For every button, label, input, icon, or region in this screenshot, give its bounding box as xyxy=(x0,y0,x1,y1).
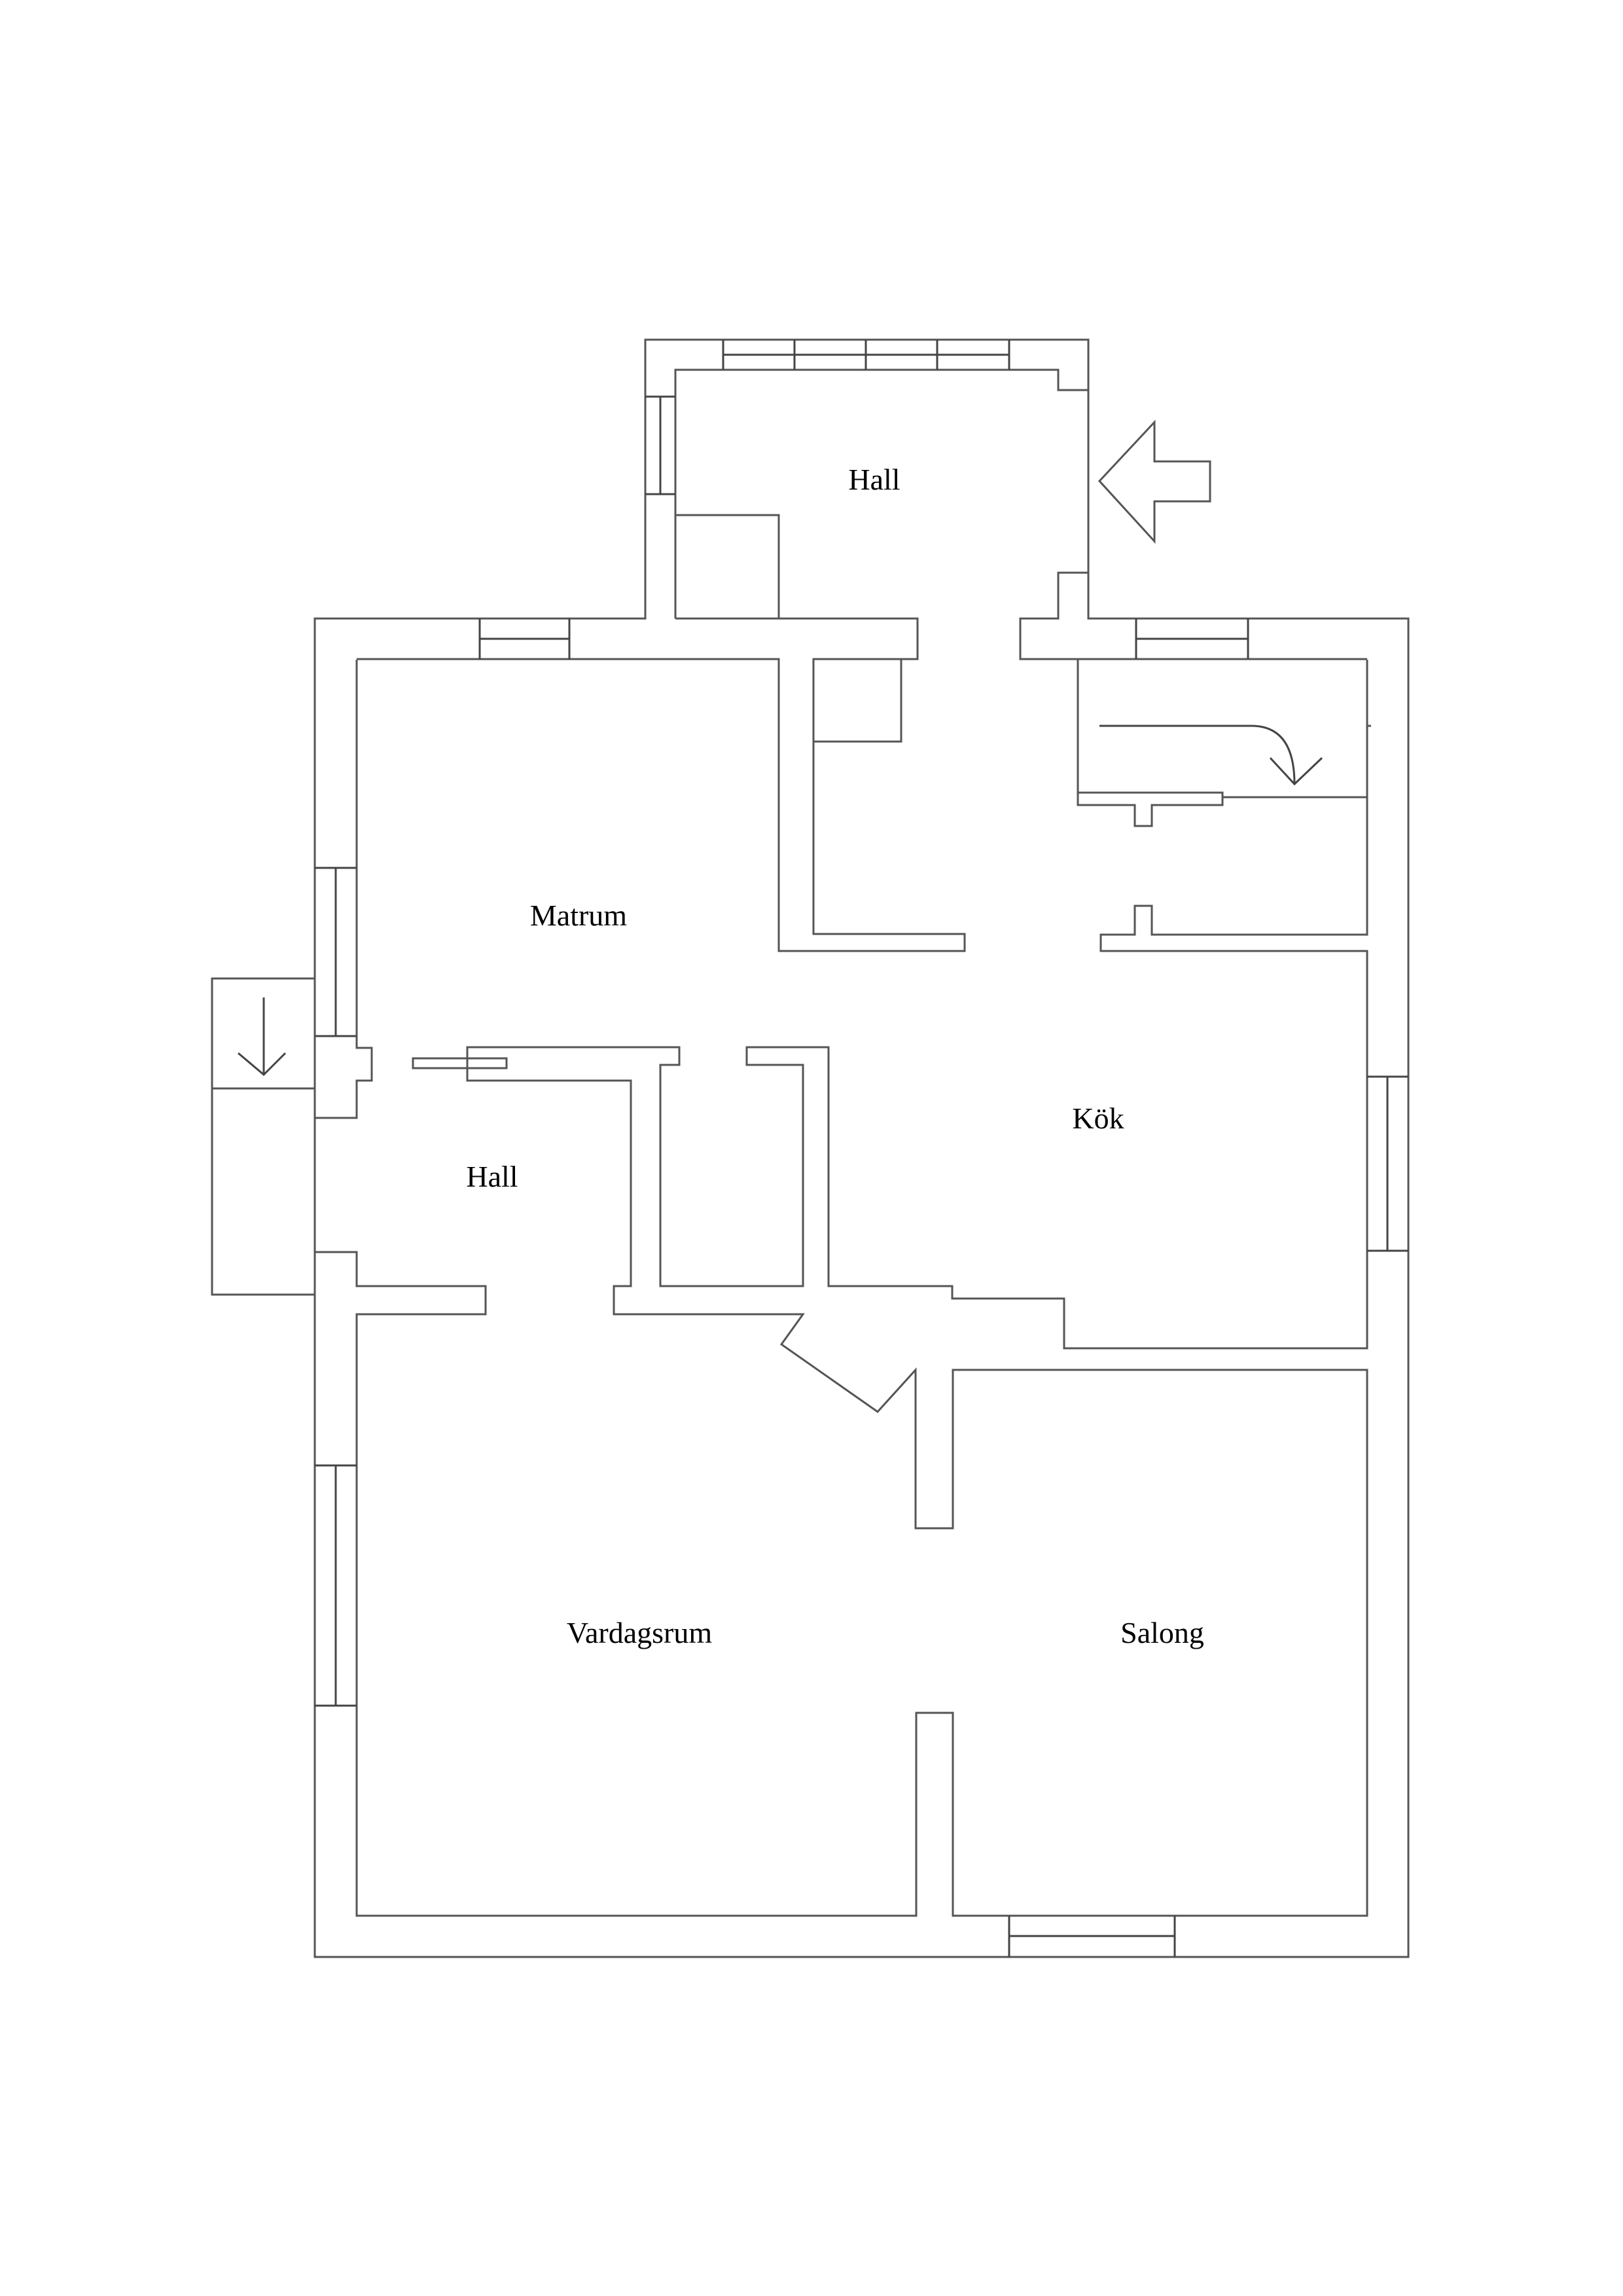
room-label-matrum: Matrum xyxy=(530,899,627,932)
window-matrum-left xyxy=(315,867,357,1037)
stairs xyxy=(211,977,316,1296)
room-label-salong: Salong xyxy=(1120,1616,1204,1649)
hall-shelf xyxy=(412,1057,508,1069)
room-label-kok: Kök xyxy=(1072,1102,1124,1135)
entry-hall-inner-wall xyxy=(674,368,1088,619)
window-entry-top xyxy=(722,340,1010,370)
window-vardagsrum-left xyxy=(315,1464,357,1707)
room-label-hall-entry: Hall xyxy=(848,463,900,496)
entry-hall-right-block xyxy=(1019,571,1367,660)
window-kitchen-right xyxy=(1367,1075,1408,1252)
matrum-closet xyxy=(813,659,902,743)
window-matrum-top xyxy=(478,619,571,660)
matrum-left-wall xyxy=(315,660,373,1119)
outer-wall xyxy=(313,338,1410,1958)
kitchen-right-wall xyxy=(315,660,1368,1917)
room-label-hall-inner: Hall xyxy=(466,1160,518,1193)
stairs-down-arrow-icon xyxy=(238,997,287,1077)
entrance-arrow-icon xyxy=(1097,420,1211,544)
entry-hall-closet xyxy=(675,514,780,619)
window-kitchen-top xyxy=(1135,619,1249,659)
window-salong-bottom xyxy=(1008,1916,1176,1957)
window-entry-left xyxy=(645,395,675,495)
entry-hall-bottom-wall xyxy=(357,617,966,952)
kitchen-pantry-wall xyxy=(1077,660,1224,827)
curved-arrow-icon xyxy=(1099,725,1323,786)
room-label-vardagsrum: Vardagsrum xyxy=(567,1616,712,1649)
